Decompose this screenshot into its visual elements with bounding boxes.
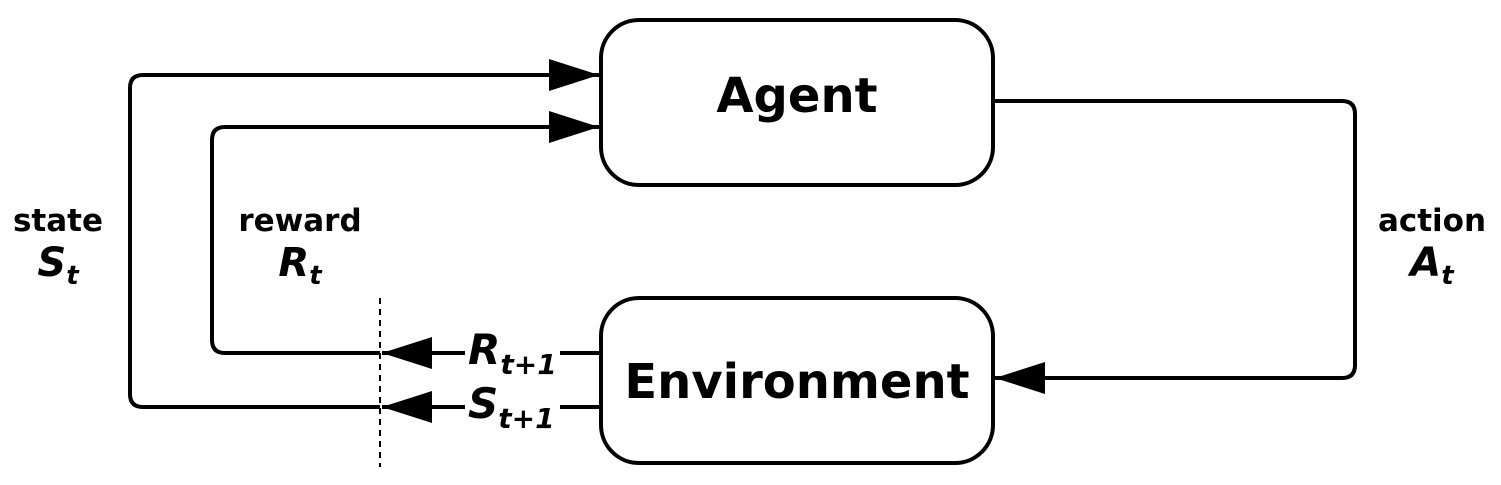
next-reward-label: Rt+1 (468, 325, 557, 381)
state-symbol: St (37, 240, 80, 291)
action-symbol: At (1407, 240, 1455, 291)
reward-label: reward Rt (238, 203, 361, 291)
environment-box (599, 296, 995, 465)
reward-arrow (210, 111, 599, 355)
reward-word: reward (238, 203, 361, 239)
state-label: state St (13, 203, 103, 291)
action-label: action At (1378, 203, 1486, 291)
environment-label: Environment (624, 354, 969, 410)
action-word: action (1378, 203, 1486, 239)
agent-label: Agent (716, 68, 877, 124)
agent-node: Agent (599, 18, 995, 187)
action-arrow (993, 99, 1357, 394)
state-word: state (13, 203, 103, 239)
environment-node: Environment (599, 296, 995, 465)
state-arrow (128, 59, 599, 409)
reward-symbol: Rt (278, 240, 323, 291)
next-state-label: St+1 (468, 379, 555, 435)
